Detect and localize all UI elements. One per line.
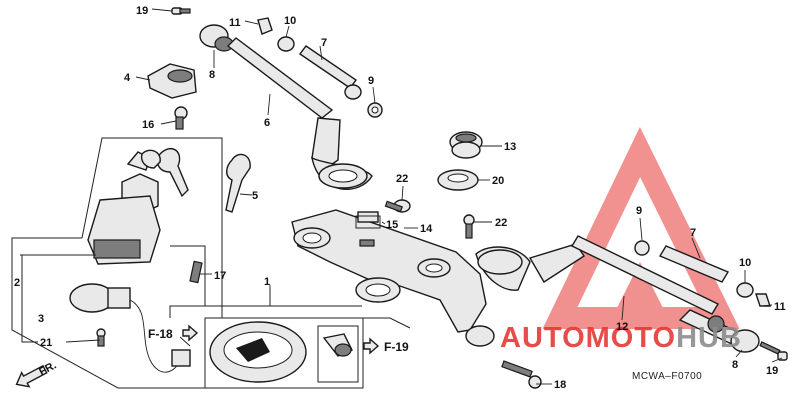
callout-20: 20 xyxy=(492,175,504,187)
callout-labels: 19 11 10 7 8 4 9 6 16 13 22 20 5 15 14 2… xyxy=(14,5,786,391)
front-direction-label: FR. xyxy=(37,359,58,378)
callout-11-right: 11 xyxy=(774,301,786,313)
bolt-part-18 xyxy=(501,360,542,389)
watermark-text-moto: MOTO xyxy=(586,322,676,354)
watermark-text-hub: HUB xyxy=(676,322,742,354)
screw-part-16 xyxy=(174,106,188,130)
callout-8-top: 8 xyxy=(209,69,215,81)
handlebar-right-assembly xyxy=(475,235,788,361)
screw-part-21 xyxy=(96,328,106,347)
callout-9-top: 9 xyxy=(368,75,374,87)
callout-13: 13 xyxy=(504,141,516,153)
handlebar-left-assembly xyxy=(171,7,383,190)
callout-19-top: 19 xyxy=(136,5,148,17)
callout-10-top: 10 xyxy=(284,15,296,27)
reference-f19: F-19 xyxy=(363,337,409,355)
svg-text:AUTOMOTOHUB: AUTOMOTOHUB xyxy=(500,322,742,354)
callout-3: 3 xyxy=(38,313,44,325)
callout-18: 18 xyxy=(554,379,566,391)
callout-21: 21 xyxy=(40,337,52,349)
key-part-5 xyxy=(225,153,251,213)
bolt-part-22-lower xyxy=(463,214,475,239)
grouping-lines xyxy=(11,137,411,389)
callout-22-lower: 22 xyxy=(495,217,507,229)
switch-part-3 xyxy=(69,283,191,373)
ignition-switch-assembly xyxy=(87,148,189,265)
callout-2: 2 xyxy=(14,277,20,289)
callout-5: 5 xyxy=(252,190,258,202)
callout-14: 14 xyxy=(420,223,433,235)
screw-part-17 xyxy=(189,260,203,284)
reference-f19-label: F-19 xyxy=(384,340,409,354)
callout-7-right: 7 xyxy=(690,227,696,239)
lock-set-part-1 xyxy=(204,317,364,389)
reference-f18: F-18 xyxy=(148,324,199,342)
callout-16: 16 xyxy=(142,119,154,131)
callout-10-right: 10 xyxy=(739,257,751,269)
diagram-code: MCWA–F0700 xyxy=(632,371,702,382)
callout-12: 12 xyxy=(616,321,628,333)
callout-4: 4 xyxy=(124,72,131,84)
callout-11-top: 11 xyxy=(229,17,241,29)
callout-19-right: 19 xyxy=(766,365,778,377)
nut-part-20 xyxy=(437,169,479,191)
callout-7-top: 7 xyxy=(321,37,327,49)
watermark-text: AUTOMOTOHUB xyxy=(500,322,742,354)
cap-part-13 xyxy=(449,131,483,159)
callout-1: 1 xyxy=(264,276,270,288)
callout-17: 17 xyxy=(214,270,226,282)
reference-f18-label: F-18 xyxy=(148,327,173,341)
watermark-text-auto: AUTO xyxy=(500,322,586,354)
callout-8-right: 8 xyxy=(732,359,738,371)
bracket-part-15 xyxy=(355,215,381,229)
watermark-logo xyxy=(542,126,740,329)
leader-lines xyxy=(65,8,783,385)
callout-6: 6 xyxy=(264,117,270,129)
holder-part-4 xyxy=(147,63,197,99)
callout-15: 15 xyxy=(386,219,398,231)
front-direction-arrow: FR. xyxy=(15,359,58,388)
top-bridge xyxy=(291,209,495,347)
bolt-part-22-upper xyxy=(384,199,411,213)
callout-9-right: 9 xyxy=(636,205,642,217)
callout-22-upper: 22 xyxy=(396,173,408,185)
